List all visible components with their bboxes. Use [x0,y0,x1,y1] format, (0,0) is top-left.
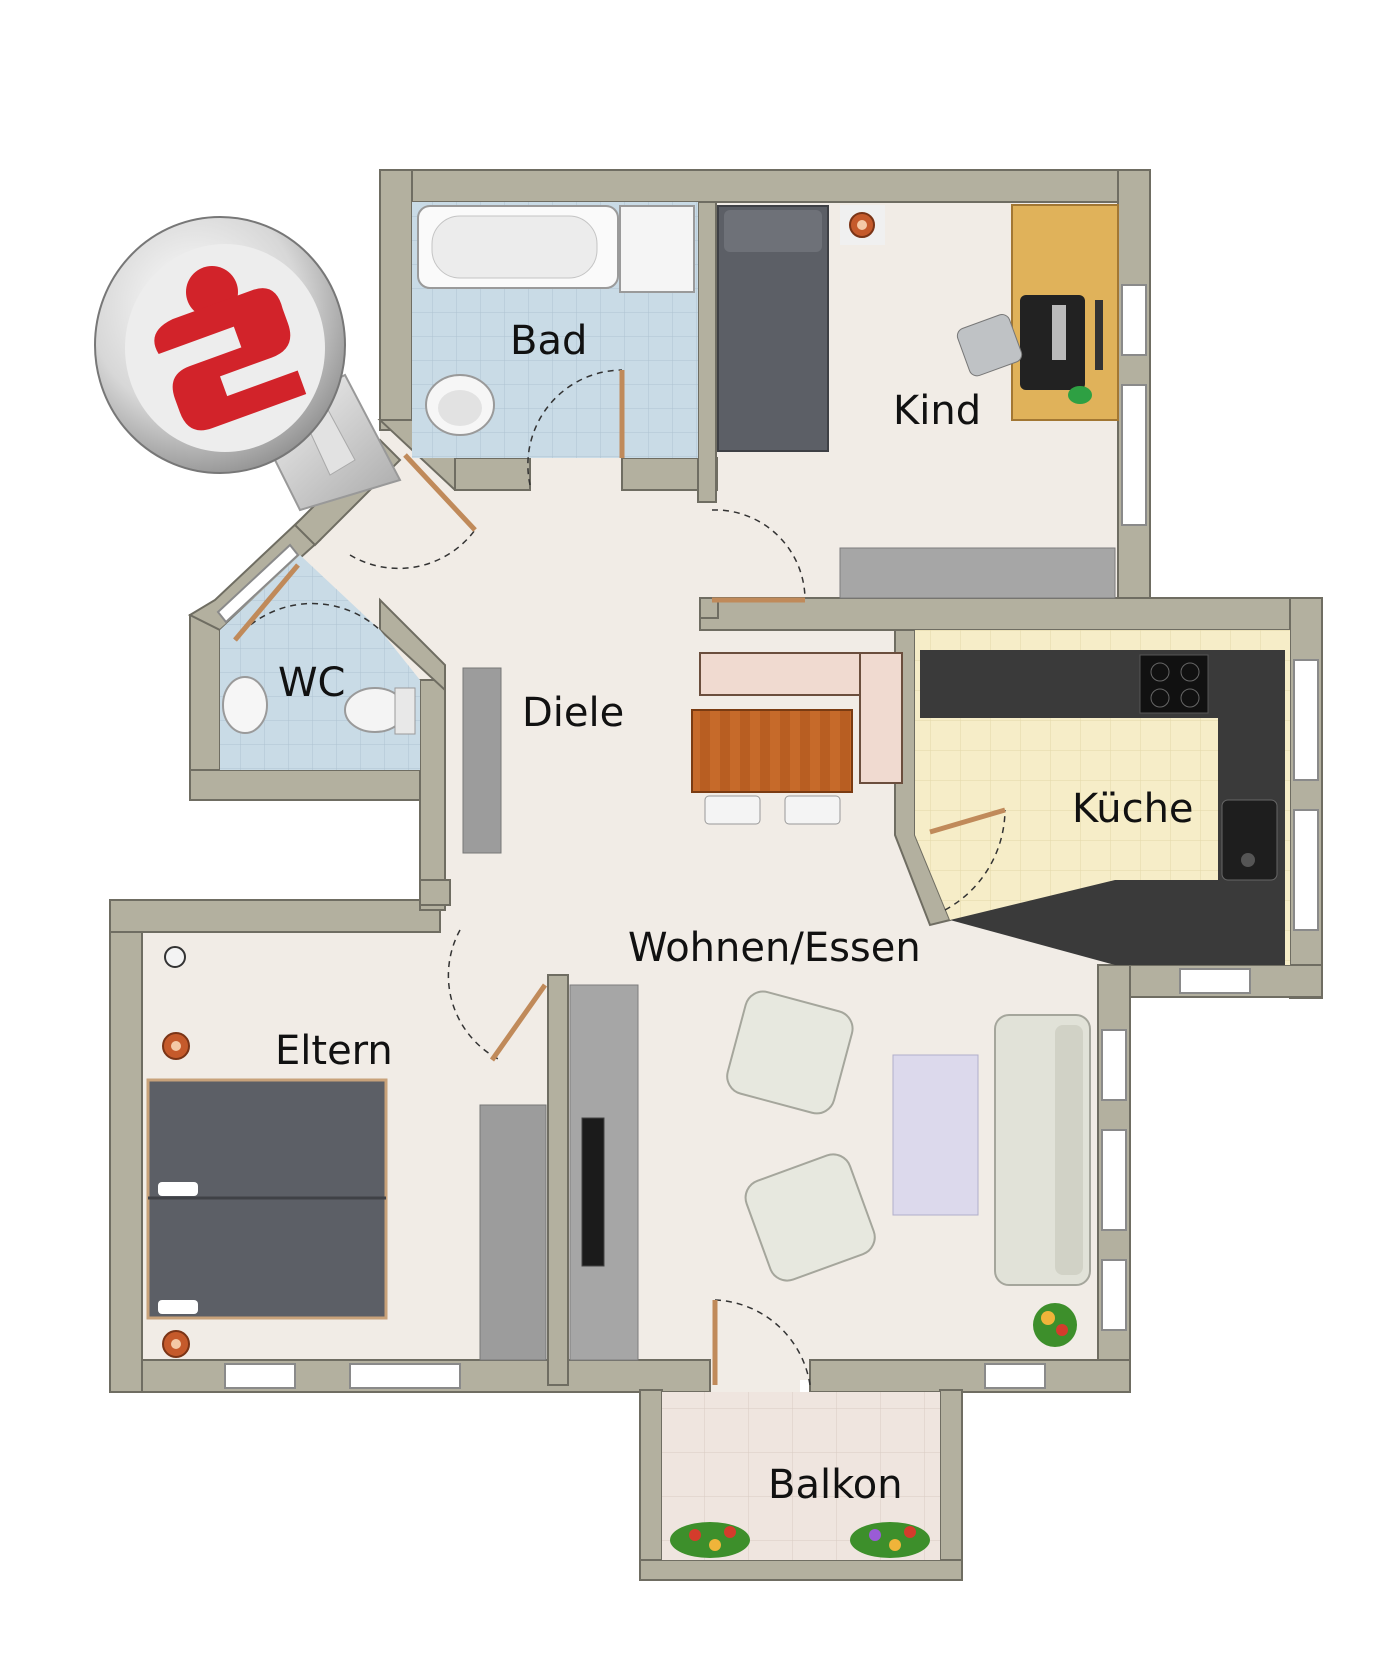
flowers-left-icon [670,1522,750,1558]
shower [619,205,695,293]
room-label-balkon: Balkon [768,1462,903,1508]
sparkasse-key-icon [94,216,402,512]
wardrobe-diele [462,667,502,854]
room-bad [412,202,698,458]
room-kind [717,204,1119,599]
bathtub [417,205,619,289]
room-eltern [146,946,547,1361]
double-bed [146,1078,388,1320]
cooktop-icon [1139,654,1209,714]
room-diele [462,667,502,854]
plant-icon [1033,1303,1077,1347]
eltern-pillar-icon [164,946,186,968]
wc-sink [222,676,268,734]
sink [425,374,495,436]
flowers-right-icon [850,1522,930,1558]
armchair-top [726,990,854,1115]
kind-bed [717,205,829,452]
wardrobe-kind [839,547,1116,599]
room-wohnen [569,984,1091,1361]
desk-chair [956,314,1023,377]
wardrobe-eltern [479,1104,547,1361]
coffee-table [892,1054,979,1216]
sofa [994,1014,1091,1286]
door-leaves [233,370,1006,1385]
kitchen-sink-icon [1221,799,1278,881]
desk [1011,204,1119,421]
kind-lamp-icon [840,205,885,245]
room-label-kueche: Küche [1072,786,1194,832]
windows [216,284,1319,1389]
room-label-kind: Kind [893,388,982,434]
armchair-bottom [744,1153,876,1282]
room-label-wc: WC [278,660,346,706]
room-balkon [662,1392,940,1560]
tv-cabinet [569,984,639,1361]
room-label-wohnen: Wohnen/Essen [628,925,921,971]
room-kueche [915,630,1290,965]
eltern-lamp-bottom-icon [162,1330,190,1358]
room-label-eltern: Eltern [275,1028,393,1074]
room-wc [220,555,420,770]
room-label-diele: Diele [522,690,625,736]
doors [234,369,1006,1386]
dining-set [691,652,903,825]
toilet [344,687,416,735]
room-label-bad: Bad [510,318,588,364]
eltern-lamp-top-icon [162,1032,190,1060]
